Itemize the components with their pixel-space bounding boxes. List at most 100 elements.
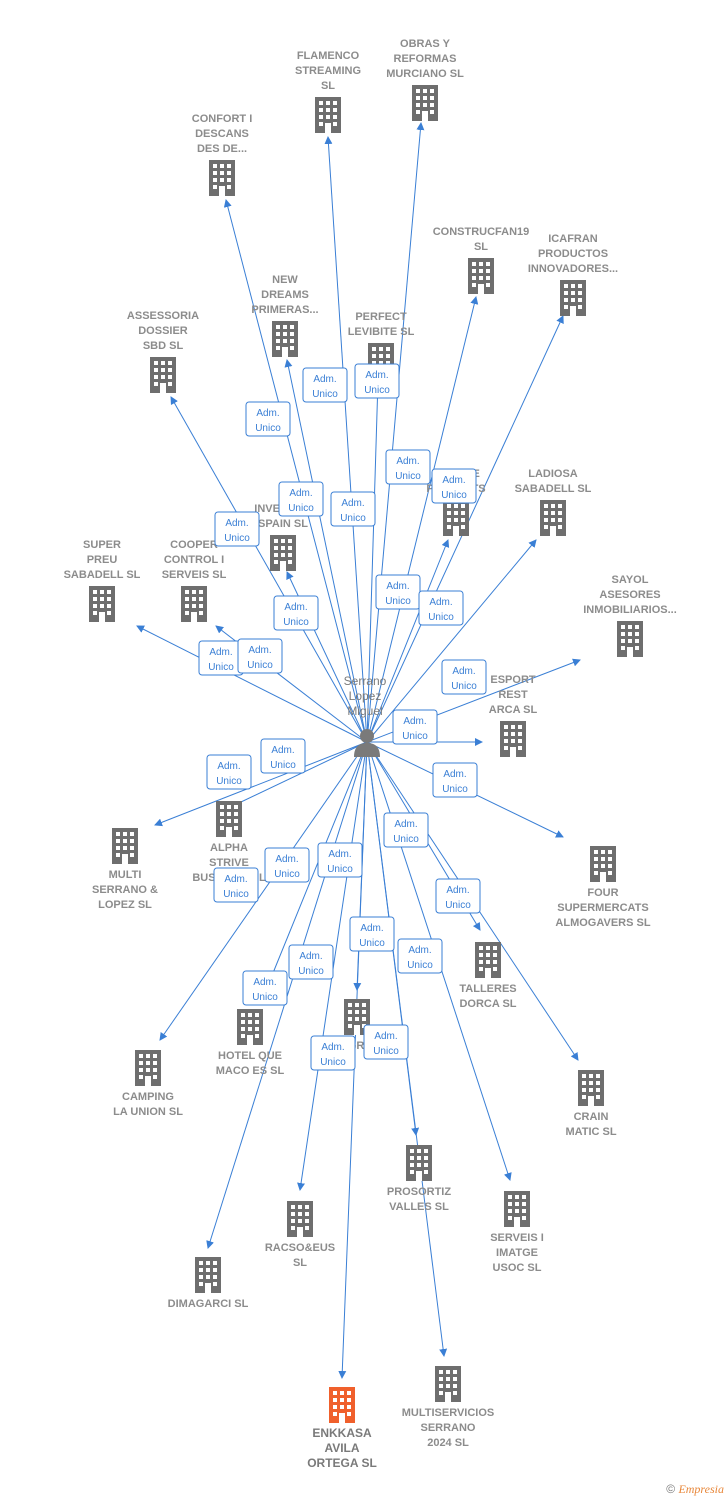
role-badge-flamenco[interactable]: Adm.Unico <box>302 367 348 403</box>
edge-super <box>136 625 368 743</box>
role-badge-inverlam[interactable]: Adm.Unico <box>273 595 319 631</box>
role-label: Adm. <box>248 645 271 656</box>
company-name-line: PRIMERAS... <box>251 304 318 316</box>
building-icon <box>500 721 526 757</box>
role-label: Unico <box>441 490 467 501</box>
role-label: Adm. <box>256 408 279 419</box>
role-badge-grande[interactable]: Adm.Unico <box>375 574 421 610</box>
company-name-line: CONTROL I <box>164 554 224 566</box>
role-label: Adm. <box>374 1031 397 1042</box>
company-node-icafran[interactable]: ICAFRANPRODUCTOSINNOVADORES... <box>528 233 618 316</box>
company-name-line: CONFORT I <box>192 113 253 125</box>
role-badge-obras[interactable]: Adm.Unico <box>354 363 400 399</box>
role-label: Unico <box>340 513 366 524</box>
role-badge-enkkasa[interactable]: Adm.Unico <box>310 1035 356 1071</box>
role-badge-crain[interactable]: Adm.Unico <box>435 878 481 914</box>
footer-brand[interactable]: © Empresia <box>666 1482 724 1497</box>
role-badge-sayol[interactable]: Adm.Unico <box>441 659 487 695</box>
role-label: Unico <box>395 471 421 482</box>
role-badge-camping[interactable]: Adm.Unico <box>213 867 259 903</box>
building-icon <box>237 1009 263 1045</box>
role-badge-multiservicios[interactable]: Adm.Unico <box>363 1024 409 1060</box>
role-label: Adm. <box>225 518 248 529</box>
role-badge-box <box>397 938 443 974</box>
company-name-line: SL <box>474 241 488 253</box>
company-name-line: STREAMING <box>295 65 361 77</box>
company-name-line: PERFECT <box>355 311 407 323</box>
role-badge-serveis[interactable]: Adm.Unico <box>397 938 443 974</box>
company-name-line: SAYOL <box>612 574 649 586</box>
company-node-dimagarci[interactable]: DIMAGARCI SL <box>168 1257 249 1310</box>
role-label: Unico <box>327 864 353 875</box>
role-badge-hotelque[interactable]: Adm.Unico <box>264 847 310 883</box>
role-badge-fongramu[interactable]: Adm.Unico <box>317 842 363 878</box>
role-label: Adm. <box>341 498 364 509</box>
company-node-sayol[interactable]: SAYOLASESORESINMOBILIARIOS... <box>583 574 677 657</box>
role-badge-assessoria[interactable]: Adm.Unico <box>214 511 260 547</box>
role-badge-box <box>392 709 438 745</box>
role-badge-ladiosa[interactable]: Adm.Unico <box>418 590 464 626</box>
role-badge-alpha[interactable]: Adm.Unico <box>260 738 306 774</box>
role-badge-dimagarci[interactable]: Adm.Unico <box>242 970 288 1006</box>
role-badge-esport[interactable]: Adm.Unico <box>392 709 438 745</box>
edge-obras <box>366 122 425 743</box>
person-name-line: Miguel <box>347 704 382 718</box>
role-badge-confort[interactable]: Adm.Unico <box>245 401 291 437</box>
role-label: Unico <box>445 900 471 911</box>
role-label: Unico <box>359 938 385 949</box>
role-badge-perfect[interactable]: Adm. Unico <box>330 491 376 527</box>
role-badge-racso[interactable]: Adm.Unico <box>288 944 334 980</box>
role-label: Adm. <box>360 923 383 934</box>
role-badge-talleres[interactable]: Adm.Unico <box>383 812 429 848</box>
role-badge-icafran[interactable]: Adm.Unico <box>431 468 477 504</box>
company-name-line: ASESORES <box>599 589 660 601</box>
role-badge-box <box>278 481 324 517</box>
company-name-line: RACSO&EUS <box>265 1242 335 1254</box>
role-badge-cooper[interactable]: Adm.Unico <box>237 638 283 674</box>
building-icon <box>560 280 586 316</box>
company-node-newdreams[interactable]: NEWDREAMSPRIMERAS... <box>251 274 319 357</box>
role-badge-prosortiz[interactable]: Adm. Unico <box>349 916 395 952</box>
role-badge-box <box>383 812 429 848</box>
company-name-line: SERRANO & <box>92 884 158 896</box>
building-icon <box>272 321 298 357</box>
building-icon <box>135 1050 161 1086</box>
role-badge-four[interactable]: Adm.Unico <box>432 762 478 798</box>
role-label: Adm. <box>224 874 247 885</box>
company-name-line: ALMOGAVERS SL <box>555 917 650 929</box>
company-name-line: HOTEL QUE <box>218 1050 282 1062</box>
company-name-line: DOSSIER <box>138 325 188 337</box>
role-badge-multiserrano[interactable]: Adm.Unico <box>206 754 252 790</box>
company-name-line: DORCA SL <box>459 998 516 1010</box>
role-label: Adm. <box>253 977 276 988</box>
edge-ladiosa <box>366 539 537 743</box>
role-badge-newdreams[interactable]: Adm.Unico <box>278 481 324 517</box>
role-badge-construcfan[interactable]: Adm.Unico <box>385 449 431 485</box>
company-name-line: PROSORTIZ <box>387 1186 451 1198</box>
company-name-line: OBRAS Y <box>400 38 451 50</box>
role-badge-super[interactable]: Adm.Unico <box>198 640 244 676</box>
company-name-line: CRAIN <box>574 1111 609 1123</box>
